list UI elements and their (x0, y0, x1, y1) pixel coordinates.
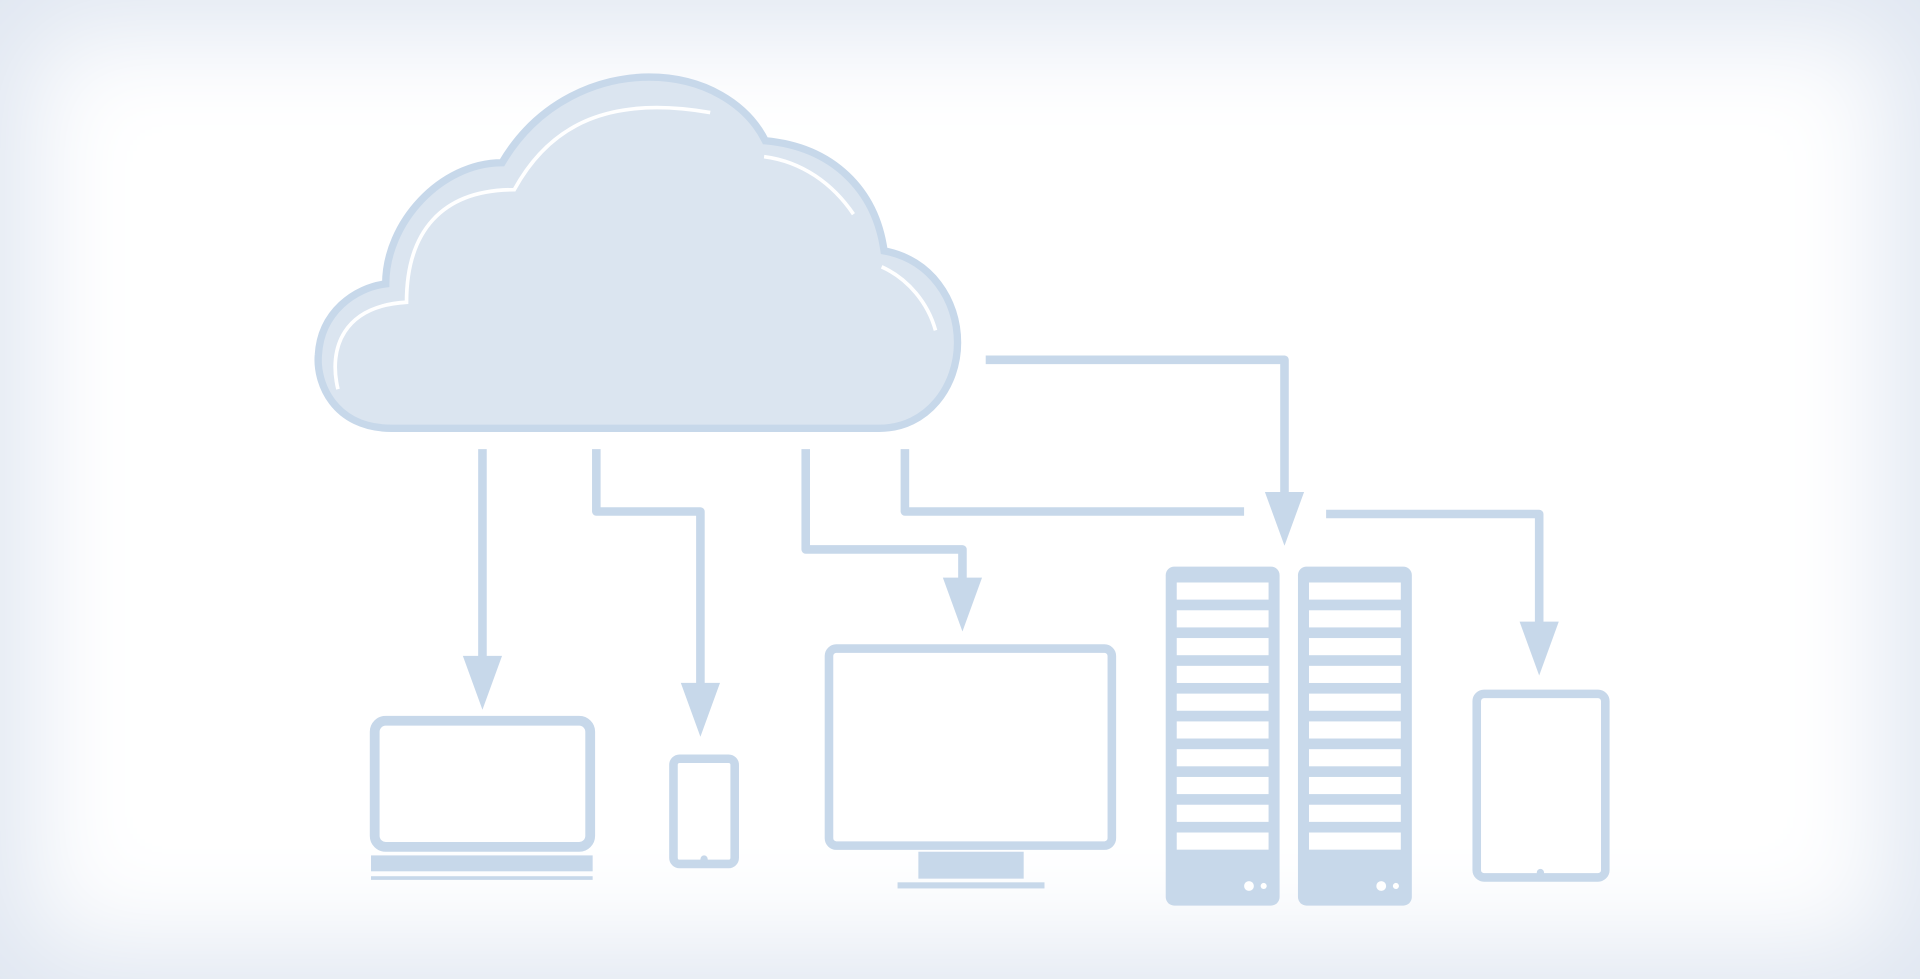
server-drive-slot (1308, 665, 1401, 683)
laptop-base (371, 855, 593, 872)
server-drive-slot (1308, 610, 1401, 628)
cloud-icon (314, 73, 962, 432)
connectors (462, 355, 1559, 737)
server-drive-slot (1176, 665, 1269, 683)
monitor-stand (918, 851, 1024, 879)
server-drive-slot (1176, 638, 1269, 656)
tablet-icon (1472, 689, 1610, 882)
server-led (1260, 882, 1267, 890)
server-drive-slot (1176, 804, 1269, 822)
server-drive-slot (1176, 610, 1269, 628)
monitor-screen (824, 644, 1117, 850)
server-drive-slot (1176, 776, 1269, 795)
server-drive-slot (1308, 693, 1401, 711)
arrow-head-icon (1519, 621, 1559, 676)
server-drive-slot (1176, 721, 1269, 739)
server-drive-slot (1308, 804, 1401, 822)
laptop-icon (369, 715, 596, 880)
server-drive-slot (1308, 832, 1401, 850)
laptop-screen (369, 715, 596, 852)
server-led (1392, 882, 1399, 890)
server-led (1244, 881, 1254, 891)
server-drive-slot (1308, 638, 1401, 656)
connector-line (985, 355, 1289, 495)
connector-line (592, 449, 705, 686)
monitor-base (897, 882, 1045, 889)
connector-line (1326, 509, 1544, 625)
server-drive-slot (1308, 582, 1401, 600)
laptop-base-edge (371, 876, 593, 880)
cloud-highlight (333, 105, 711, 390)
arrow-head-icon (462, 655, 503, 710)
arrow-head-icon (680, 682, 720, 737)
cloud-highlight (880, 265, 938, 331)
server-drive-slot (1176, 832, 1269, 850)
smartphone-icon (669, 754, 739, 869)
server-icon (1297, 566, 1412, 906)
server-drive-slot (1308, 749, 1401, 767)
server-led (1376, 881, 1387, 891)
server-drive-slot (1308, 776, 1401, 795)
arrow-head-icon (942, 577, 983, 632)
cloud-highlight (763, 154, 855, 216)
tablet-home-button (1536, 868, 1545, 877)
server-drive-slot (1176, 693, 1269, 711)
phone-home-button (700, 855, 708, 863)
connector-line (900, 449, 1245, 516)
server-drive-slot (1176, 749, 1269, 767)
tablet-body (1472, 689, 1610, 882)
monitor-icon (824, 644, 1117, 889)
arrow-head-icon (1264, 491, 1305, 546)
server-drive-slot (1308, 721, 1401, 739)
connector-line (801, 449, 967, 581)
server-drive-slot (1176, 582, 1269, 600)
server-icon (1165, 566, 1280, 906)
devices (369, 566, 1610, 906)
phone-body (669, 754, 739, 869)
